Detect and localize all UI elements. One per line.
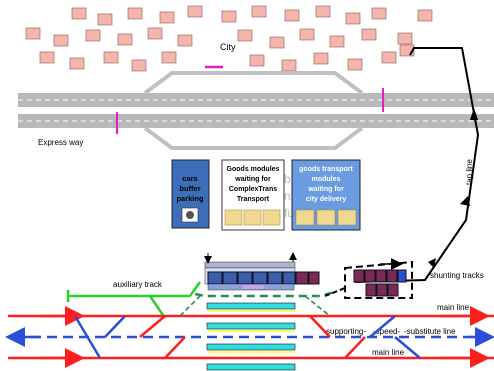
city-block [299,28,315,41]
complextrans-line2: waiting for [234,176,271,183]
city-block [397,32,413,45]
city-block [97,13,113,26]
city-block [103,51,119,64]
city-block [281,59,297,72]
city-block [147,27,163,40]
city-block [127,7,143,20]
city-block [161,51,177,64]
buffer-box-line2: buffer [179,184,200,193]
city-block [329,35,345,48]
city-block [284,9,300,22]
city-block [345,12,361,25]
city-block [117,33,133,46]
car-icon-wheel [186,211,194,219]
complextrans-box: Goods modules waiting for ComplexTrans T… [221,159,285,231]
buffer-parking-box: cars buffer parking [171,159,210,229]
tap-line-arrow [470,108,478,120]
city-block [187,5,203,18]
buffer-box-line3: parking [176,194,204,203]
expressway-label: Express way [38,138,83,147]
goods-module-icons [224,209,281,226]
tap-line-arrow [428,258,436,268]
interchange [143,71,364,150]
station-approaches [179,295,331,317]
city-block [69,57,85,70]
city-block [315,5,331,18]
faint-text: fu [284,206,294,220]
complextrans-line4: Transport [237,196,270,203]
city-blocks [25,5,433,72]
city-label: City [220,42,236,52]
shunting-area [324,258,413,299]
city-block [159,11,175,24]
city-block [237,29,253,42]
platforms [206,302,296,371]
tap-line-label: tap line [465,159,474,185]
city-block [313,52,329,65]
tap-line [354,47,480,283]
city-block [361,28,377,41]
platform-train [207,271,320,291]
city-block [131,59,147,72]
faint-text: b [284,172,291,186]
city-block [177,34,193,47]
city-block [269,36,285,49]
city-block [85,29,101,42]
expressway [18,93,494,128]
main-line-top-label: main line [437,303,470,312]
supporting-label: supporting- [326,327,366,336]
buffer-box-line1: cars [182,174,197,183]
city-block [399,44,415,57]
city-block [71,7,87,20]
city-delivery-line3: waiting for [307,186,344,193]
complextrans-line3: ComplexTrans [229,186,277,193]
main-line-bottom-label: main line [372,348,405,357]
city-block [371,7,387,20]
crossovers [73,315,421,359]
city-block [251,5,267,18]
tap-line-arrow [460,196,470,206]
city-delivery-box: goods transport modules waiting for city… [291,159,361,231]
complextrans-line1: Goods modules [227,166,280,173]
city-block [417,9,433,22]
speed-label: -speed- [373,327,400,336]
city-block [221,10,237,23]
city-block [39,51,55,64]
city-block [249,54,265,67]
city-block [25,27,41,40]
city-block [347,58,363,71]
shunting-tracks-label: shunting tracks [430,271,484,280]
city-block [53,34,69,47]
station-loop-dashed [194,290,336,298]
city-delivery-line4: city delivery [306,196,347,203]
platform-edges [207,310,295,353]
substitute-label: -substitute line [404,327,456,336]
city-block [381,51,397,64]
city-delivery-line2: modules [312,176,341,183]
city-delivery-line1: goods transport [299,166,353,173]
delivery-module-icons [295,209,357,226]
auxiliary-track [66,281,202,319]
auxiliary-track-label: auxiliary track [113,280,163,289]
